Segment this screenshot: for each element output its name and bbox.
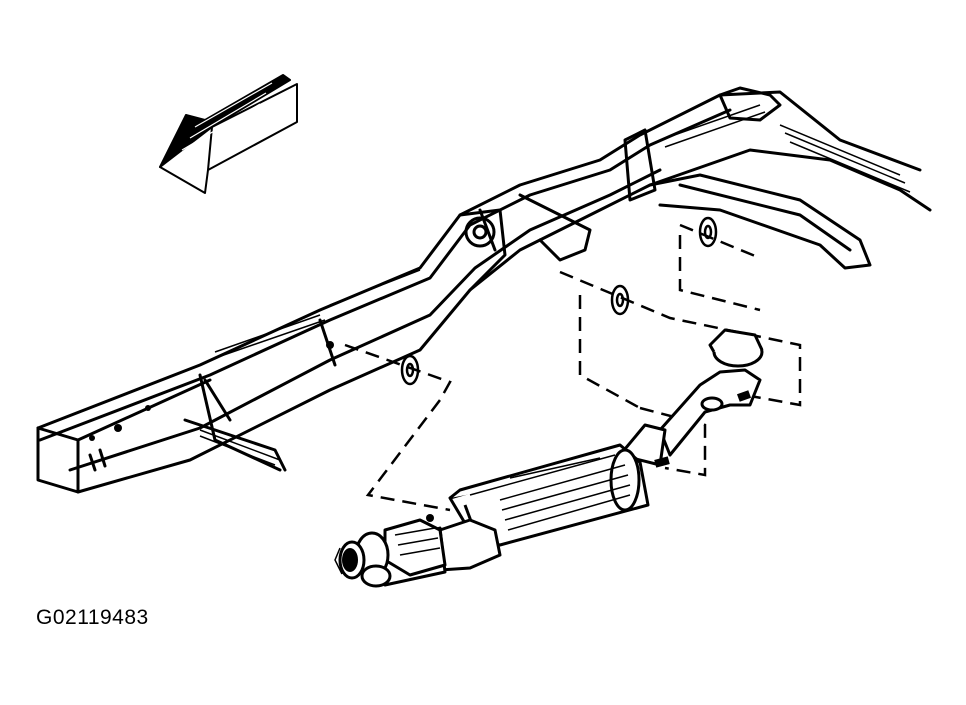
exhaust-hangers	[400, 216, 718, 386]
vehicle-frame	[36, 86, 932, 494]
figure-id-label: G02119483	[36, 606, 149, 629]
exhaust-assembly	[338, 328, 764, 588]
front-direction-arrow-icon	[159, 74, 298, 194]
